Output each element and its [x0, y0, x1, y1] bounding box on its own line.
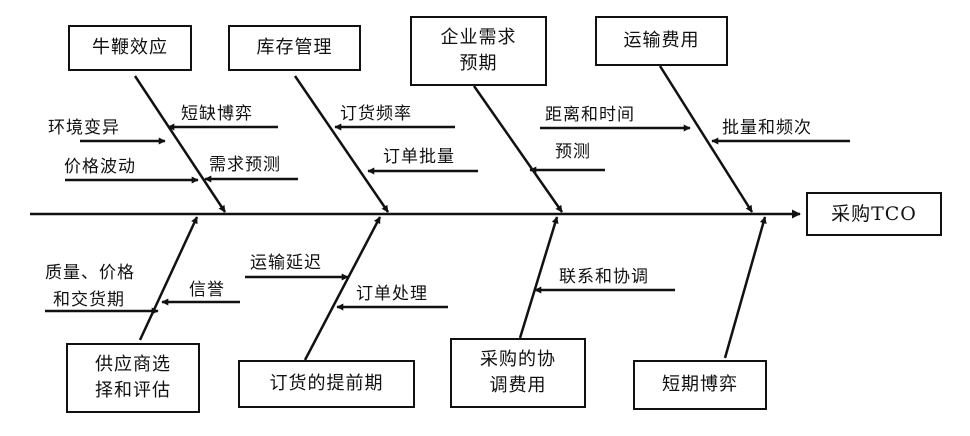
- cause-label-bullwhip: 牛鞭效应: [92, 37, 168, 58]
- factor-transport-delay: 运输延迟: [250, 253, 322, 273]
- factor-order-freq: 订货频率: [340, 104, 412, 124]
- cause-box-supplier: 供应商选 择和评估: [66, 343, 200, 413]
- factor-env-change: 环境变异: [48, 118, 120, 138]
- factor-forecast: 预测: [555, 142, 591, 162]
- cause-box-inventory: 库存管理: [228, 25, 361, 71]
- bone-bullwhip: [133, 75, 227, 213]
- factor-quality-2: 和交货期: [53, 290, 125, 310]
- factor-batch-freq: 批量和频次: [722, 118, 812, 138]
- bone-inventory: [293, 75, 390, 213]
- outcome-label: 采购TCO: [831, 203, 917, 225]
- factor-contact-coord: 联系和协调: [559, 267, 649, 287]
- cause-label-inventory: 库存管理: [256, 37, 333, 58]
- factor-order-processing: 订单处理: [356, 284, 428, 304]
- outcome-box: 采购TCO: [806, 192, 942, 236]
- factor-reputation: 信誉: [189, 280, 225, 300]
- cause-box-coordination: 采购的协 调费用: [450, 338, 586, 408]
- cause-label-supplier-2: 择和评估: [95, 380, 171, 401]
- bone-transport: [658, 65, 754, 213]
- factor-shortage-game: 短缺博弈: [181, 104, 253, 124]
- cause-box-bullwhip: 牛鞭效应: [68, 25, 192, 71]
- cause-label-coordination-1: 采购的协: [480, 349, 556, 370]
- cause-label-demand-forecast-2: 预期: [459, 53, 498, 74]
- factor-order-batch: 订单批量: [383, 147, 455, 167]
- cause-box-demand-forecast: 企业需求 预期: [410, 16, 547, 86]
- cause-box-lead-time: 订货的提前期: [238, 360, 415, 408]
- cause-box-short-game: 短期博弈: [633, 360, 767, 410]
- factor-distance-time: 距离和时间: [545, 105, 635, 125]
- factor-price-fluct: 价格波动: [64, 157, 136, 177]
- cause-label-demand-forecast-1: 企业需求: [440, 27, 517, 48]
- cause-label-short-game: 短期博弈: [662, 374, 738, 395]
- bone-demand: [472, 85, 564, 213]
- bone-coord: [518, 216, 559, 339]
- bone-supplier: [138, 216, 199, 341]
- bone-shortgame: [723, 216, 767, 359]
- cause-box-transport: 运输费用: [595, 16, 728, 66]
- factor-demand-pred: 需求预测: [209, 155, 281, 175]
- factor-quality-1: 质量、价格: [45, 263, 135, 283]
- cause-label-coordination-2: 调费用: [489, 375, 547, 396]
- cause-label-transport: 运输费用: [623, 30, 700, 51]
- cause-label-supplier-1: 供应商选: [95, 354, 171, 375]
- cause-label-lead-time: 订货的提前期: [269, 373, 384, 394]
- bone-leadtime: [303, 216, 382, 361]
